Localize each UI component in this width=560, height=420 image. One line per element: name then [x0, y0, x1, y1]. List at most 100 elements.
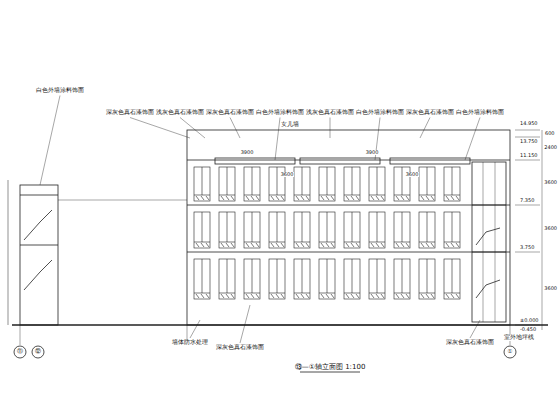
stroke [256, 196, 259, 200]
stroke [180, 118, 205, 139]
annotation-label: 11.150 [519, 153, 539, 158]
stroke [251, 294, 254, 298]
stroke [227, 167, 228, 195]
stroke [244, 242, 260, 243]
stroke [321, 243, 324, 247]
stroke [427, 167, 428, 195]
stroke [219, 242, 235, 243]
stroke [276, 243, 279, 247]
stroke [277, 259, 278, 293]
stroke [219, 293, 235, 294]
stroke [226, 294, 229, 298]
annotation-label: 3.750 [519, 245, 535, 250]
stroke [431, 294, 434, 298]
stroke [194, 242, 210, 243]
annotation-label: 白色外墙涂料饰面 [35, 88, 85, 94]
stroke [231, 196, 234, 200]
stroke [269, 195, 285, 196]
annotation-label: 白色外墙涂料饰面 [355, 110, 405, 116]
window-frame [319, 167, 335, 201]
stroke [306, 294, 309, 298]
annotation-label: 3600 [543, 286, 558, 291]
stroke [271, 196, 274, 200]
stroke [227, 259, 228, 293]
stroke [306, 243, 309, 247]
stroke [252, 212, 253, 242]
stroke [352, 259, 353, 293]
annotation-label: 13.750 [519, 139, 539, 144]
stroke [444, 293, 460, 294]
stroke [356, 196, 359, 200]
stroke [376, 196, 379, 200]
stroke [294, 293, 310, 294]
stroke [421, 196, 424, 200]
stroke [381, 196, 384, 200]
stroke [221, 196, 224, 200]
stroke [419, 242, 435, 243]
stroke [420, 118, 430, 139]
window-frame [319, 259, 335, 299]
stroke [444, 195, 460, 196]
annotation-label: 3600 [405, 172, 420, 177]
stroke [196, 294, 199, 298]
stroke [452, 259, 453, 293]
window-frame [369, 167, 385, 201]
stroke [470, 320, 480, 338]
window-frame [294, 212, 310, 248]
stroke [294, 195, 310, 196]
window-frame [394, 212, 410, 248]
stroke [306, 196, 309, 200]
stroke [394, 242, 410, 243]
stroke [377, 212, 378, 242]
stroke [331, 243, 334, 247]
annotation-label: 浅灰色真石漆饰面 [305, 110, 355, 116]
stroke [302, 212, 303, 242]
stroke [394, 293, 410, 294]
stroke [456, 243, 459, 247]
stroke [206, 294, 209, 298]
stroke [296, 294, 299, 298]
stroke [427, 259, 428, 293]
stroke [202, 259, 203, 293]
stroke [406, 243, 409, 247]
stroke [221, 243, 224, 247]
stroke [276, 294, 279, 298]
window-frame [244, 167, 260, 201]
stroke [240, 305, 250, 343]
stroke [451, 294, 454, 298]
stroke [402, 259, 403, 293]
annotation-label: 2400 [543, 145, 558, 150]
annotation-label: 室外地坪线 [503, 335, 535, 341]
stroke [252, 167, 253, 195]
window-frame [419, 167, 435, 201]
window-frame [344, 167, 360, 201]
stroke [276, 196, 279, 200]
stroke [256, 243, 259, 247]
stroke [244, 195, 260, 196]
stroke [369, 195, 385, 196]
stroke [371, 243, 374, 247]
stroke [269, 293, 285, 294]
annotation-label: 3600 [543, 226, 558, 231]
window-frame [219, 167, 235, 201]
stroke [396, 294, 399, 298]
stroke [302, 167, 303, 195]
stroke [352, 167, 353, 195]
annotation-label: 3900 [365, 150, 380, 155]
window-frame [294, 167, 310, 201]
annotation-label: 600 [544, 131, 556, 136]
stroke [190, 320, 200, 338]
stroke [456, 294, 459, 298]
stroke [219, 195, 235, 196]
stroke [251, 243, 254, 247]
stroke [40, 96, 60, 186]
window-frame [319, 212, 335, 248]
stroke [244, 293, 260, 294]
stroke [227, 212, 228, 242]
stroke [319, 293, 335, 294]
stroke [402, 167, 403, 195]
stroke [451, 196, 454, 200]
stroke [369, 242, 385, 243]
stroke [369, 293, 385, 294]
